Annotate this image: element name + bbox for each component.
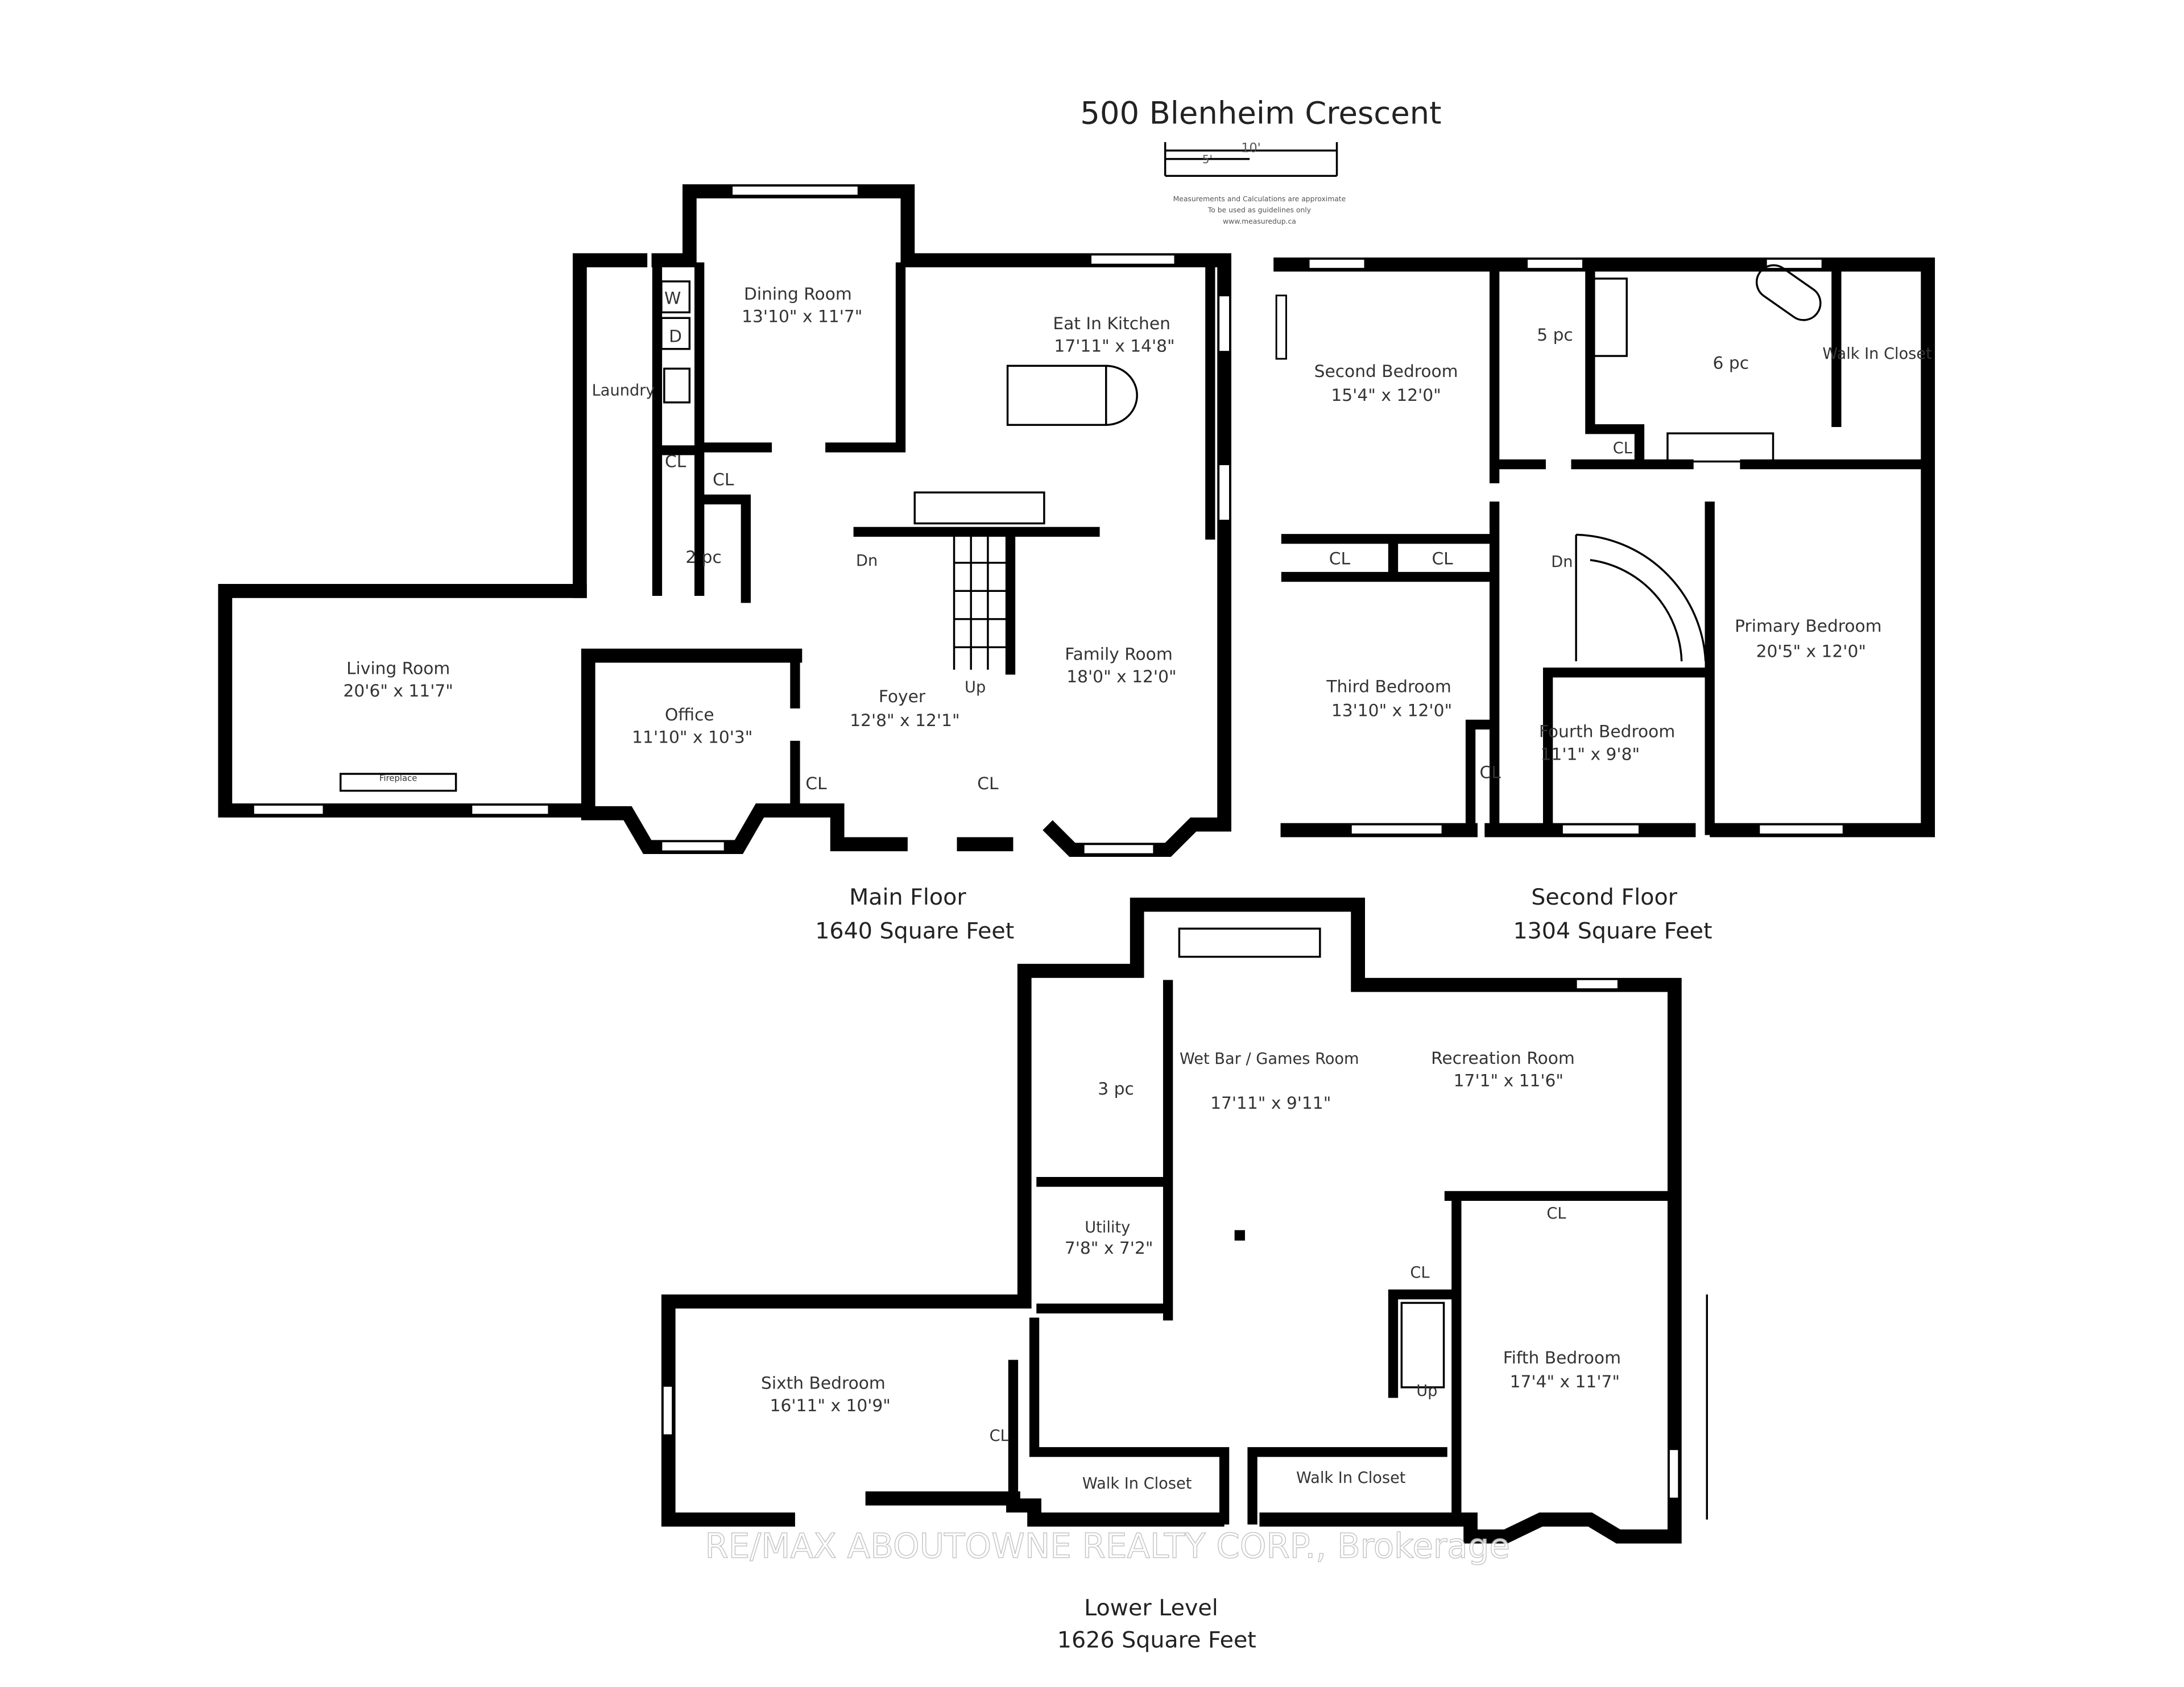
office-dims: 11'10" x 10'3" [632, 728, 752, 748]
lower-level-area: 1626 Square Feet [1057, 1627, 1256, 1653]
primary-bedroom-dims: 20'5" x 12'0" [1756, 642, 1866, 662]
closet-label: CL [1432, 549, 1453, 569]
second-floor-plan: Second Bedroom 15'4" x 12'0" 5 pc 6 pc W… [1273, 257, 1935, 944]
kitchen-name: Eat In Kitchen [1053, 314, 1170, 334]
main-floor-area: 1640 Square Feet [815, 918, 1014, 944]
utility-dims: 7'8" x 7'2" [1065, 1238, 1153, 1258]
scale-major-label: 10' [1241, 140, 1260, 155]
walk-in-closet-label: Walk In Closet [1296, 1469, 1406, 1487]
family-room-dims: 18'0" x 12'0" [1066, 667, 1176, 687]
foyer-dims: 12'8" x 12'1" [850, 711, 959, 731]
dining-room-dims: 13'10" x 11'7" [742, 307, 862, 327]
scale-bar: 10' 5' [1164, 140, 1338, 177]
closet-label: CL [665, 452, 686, 472]
lower-level-plan: Wet Bar / Games Room 17'11" x 9'11" Recr… [661, 897, 1708, 1653]
utility-name: Utility [1085, 1219, 1130, 1237]
disclaimer-line-2: To be used as guidelines only [1207, 206, 1311, 214]
watermark: RE/MAX ABOUTOWNE REALTY CORP., Brokerage [705, 1527, 1510, 1566]
living-room-name: Living Room [346, 658, 450, 678]
stairs-up-label: Up [965, 678, 986, 696]
lower-level-name: Lower Level [1084, 1595, 1218, 1621]
stairs-down-label: Dn [856, 552, 878, 570]
stairs-up-label: Up [1416, 1382, 1437, 1400]
plan-title: 500 Blenheim Crescent [1080, 95, 1441, 131]
fourth-bedroom-name: Fourth Bedroom [1539, 722, 1675, 742]
sixth-bedroom-dims: 16'11" x 10'9" [770, 1396, 891, 1416]
second-floor-area: 1304 Square Feet [1513, 918, 1712, 944]
main-floor-plan: W D Laundry Dining Room 13'10" x 11'7" E… [218, 184, 1231, 944]
fifth-bedroom-dims: 17'4" x 11'7" [1510, 1372, 1620, 1392]
primary-bedroom-name: Primary Bedroom [1735, 616, 1881, 636]
walk-in-closet-label: Walk In Closet [1822, 345, 1932, 363]
bath-5pc-label: 5 pc [1537, 325, 1573, 345]
office-name: Office [665, 705, 714, 725]
living-room-dims: 20'6" x 11'7" [344, 681, 453, 701]
fifth-bedroom-name: Fifth Bedroom [1503, 1348, 1621, 1368]
foyer-name: Foyer [879, 687, 926, 707]
fourth-bedroom-dims: 11'1" x 9'8" [1541, 744, 1640, 764]
closet-label: CL [713, 470, 734, 490]
dining-room-name: Dining Room [744, 284, 852, 304]
washer-label: W [664, 289, 681, 309]
dryer-label: D [669, 326, 682, 346]
scale-minor-label: 5' [1202, 153, 1213, 166]
stairs-down-label: Dn [1551, 553, 1573, 571]
second-floor-name: Second Floor [1531, 884, 1677, 910]
disclaimer-line-1: Measurements and Calculations are approx… [1173, 195, 1346, 203]
closet-label: CL [990, 1427, 1010, 1445]
closet-label: CL [1546, 1205, 1566, 1222]
powder-room-label: 2 pc [685, 548, 721, 567]
second-bedroom-name: Second Bedroom [1314, 362, 1458, 382]
wet-bar-name: Wet Bar / Games Room [1180, 1050, 1359, 1068]
third-bedroom-name: Third Bedroom [1326, 677, 1451, 697]
third-bedroom-dims: 13'10" x 12'0" [1331, 701, 1452, 721]
fireplace-label: Fireplace [379, 773, 417, 783]
recreation-room-dims: 17'1" x 11'6" [1454, 1071, 1563, 1091]
bath-3pc-label: 3 pc [1098, 1079, 1134, 1099]
second-bedroom-dims: 15'4" x 12'0" [1331, 386, 1441, 405]
bath-6pc-label: 6 pc [1713, 353, 1749, 373]
laundry-label: Laundry [592, 382, 655, 399]
main-floor-name: Main Floor [849, 884, 966, 910]
closet-label: CL [977, 774, 999, 794]
closet-label: CL [805, 774, 827, 794]
closet-label: CL [1329, 549, 1351, 569]
closet-label: CL [1410, 1264, 1430, 1282]
family-room-name: Family Room [1065, 645, 1173, 665]
stairs [953, 534, 1011, 670]
sixth-bedroom-name: Sixth Bedroom [761, 1373, 886, 1393]
closet-label: CL [1613, 440, 1633, 457]
closet-label: CL [1480, 762, 1502, 782]
walk-in-closet-label: Walk In Closet [1082, 1475, 1192, 1493]
wet-bar-dims: 17'11" x 9'11" [1210, 1093, 1331, 1113]
recreation-room-name: Recreation Room [1431, 1048, 1575, 1068]
kitchen-dims: 17'11" x 14'8" [1054, 337, 1174, 357]
disclaimer-line-3: www.measuredup.ca [1223, 217, 1296, 225]
